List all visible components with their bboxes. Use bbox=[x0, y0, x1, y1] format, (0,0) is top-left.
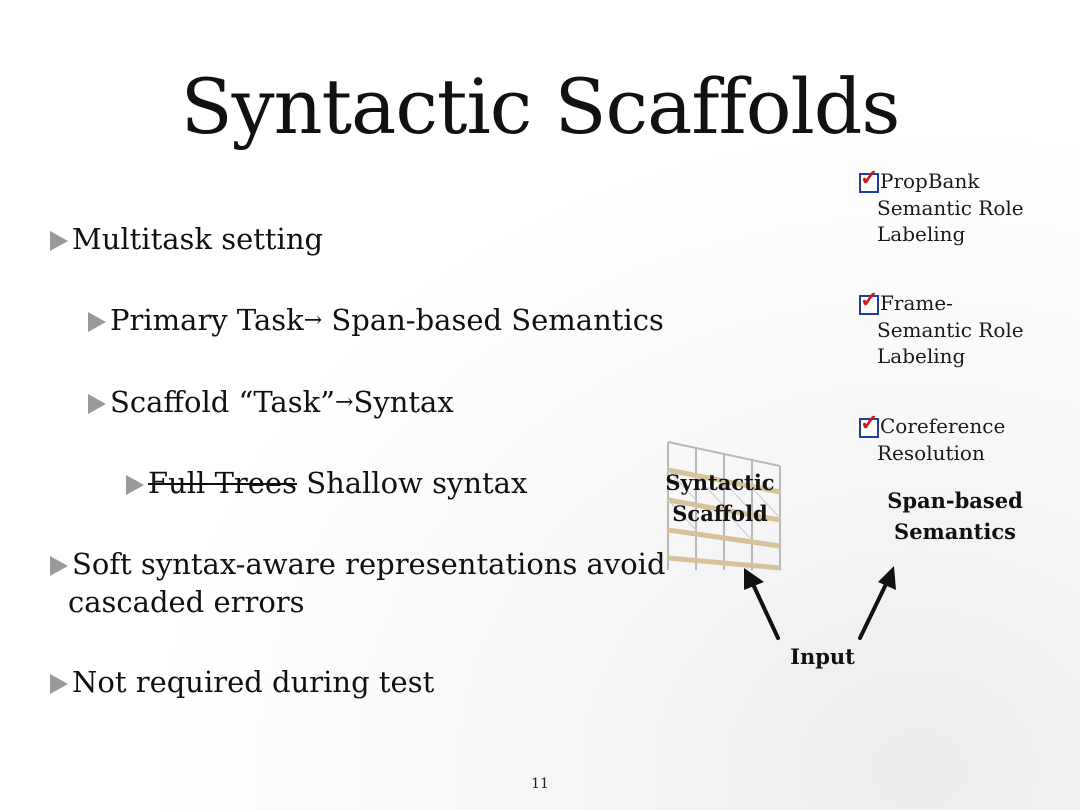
bullet-primary-task: Primary Task→ Span-based Semantics bbox=[88, 301, 664, 340]
label-line: Scaffold bbox=[672, 501, 768, 526]
bullet-text: Span-based Semantics bbox=[322, 303, 664, 337]
checkbox-icon: ✓ bbox=[859, 289, 879, 315]
arrow-to-scaffold bbox=[750, 580, 780, 640]
bullet-text: Scaffold “Task” bbox=[110, 385, 336, 419]
bullet-text: Soft syntax-aware representations avoid bbox=[72, 547, 666, 581]
task-label: Semantic Role bbox=[877, 318, 1024, 342]
task-label: Semantic Role bbox=[877, 196, 1024, 220]
arrow-to-semantics bbox=[858, 578, 890, 640]
bullet-multitask: Multitask setting bbox=[50, 220, 323, 258]
label-line: Semantics bbox=[894, 519, 1016, 544]
task-label: Coreference bbox=[880, 414, 1006, 438]
right-arrow-icon: → bbox=[335, 390, 354, 415]
label-line: Span-based bbox=[887, 488, 1023, 513]
bullet-triangle-icon bbox=[50, 674, 68, 694]
label-line: Syntactic bbox=[665, 470, 775, 495]
task-label: PropBank bbox=[880, 169, 980, 193]
arrowhead-icon bbox=[878, 566, 896, 590]
slide-title: Syntactic Scaffolds bbox=[180, 62, 901, 151]
checkmark-icon: ✓ bbox=[860, 410, 879, 436]
checkbox-icon: ✓ bbox=[859, 167, 879, 193]
checkbox-icon: ✓ bbox=[859, 412, 879, 438]
struck-text: Full Trees bbox=[148, 466, 297, 500]
page-number: 11 bbox=[531, 776, 549, 792]
bullet-triangle-icon bbox=[88, 312, 106, 332]
bullet-text: Syntax bbox=[353, 385, 454, 419]
task-label: Labeling bbox=[877, 222, 966, 246]
bullet-triangle-icon bbox=[50, 556, 68, 576]
bullet-text: Shallow syntax bbox=[296, 466, 528, 500]
span-based-semantics-label: Span-based Semantics bbox=[870, 485, 1040, 547]
bullet-text: Not required during test bbox=[72, 665, 435, 699]
bullet-soft-syntax: Soft syntax-aware representations avoid bbox=[50, 545, 666, 583]
checkmark-icon: ✓ bbox=[860, 165, 879, 191]
bullet-triangle-icon bbox=[50, 231, 68, 251]
task-label: Labeling bbox=[877, 344, 966, 368]
input-label: Input bbox=[790, 644, 855, 669]
bullet-soft-syntax-continued: cascaded errors bbox=[68, 585, 305, 619]
bullet-scaffold-task: Scaffold “Task”→Syntax bbox=[88, 383, 454, 422]
scaffolding-icon bbox=[667, 441, 781, 571]
bullet-triangle-icon bbox=[126, 475, 144, 495]
task-label: Frame- bbox=[880, 291, 953, 315]
arrowhead-icon bbox=[744, 568, 764, 590]
syntactic-scaffold-label: Syntactic Scaffold bbox=[650, 467, 790, 529]
checkmark-icon: ✓ bbox=[860, 287, 879, 313]
bullet-text: Primary Task bbox=[110, 303, 304, 337]
task-label: Resolution bbox=[877, 441, 985, 465]
input-arrows bbox=[744, 566, 896, 640]
bullet-not-required: Not required during test bbox=[50, 663, 434, 701]
bullet-triangle-icon bbox=[88, 394, 106, 414]
right-arrow-icon: → bbox=[303, 308, 323, 333]
bullet-shallow-syntax: Full Trees Shallow syntax bbox=[126, 464, 527, 502]
bullet-text: Multitask setting bbox=[72, 222, 324, 256]
